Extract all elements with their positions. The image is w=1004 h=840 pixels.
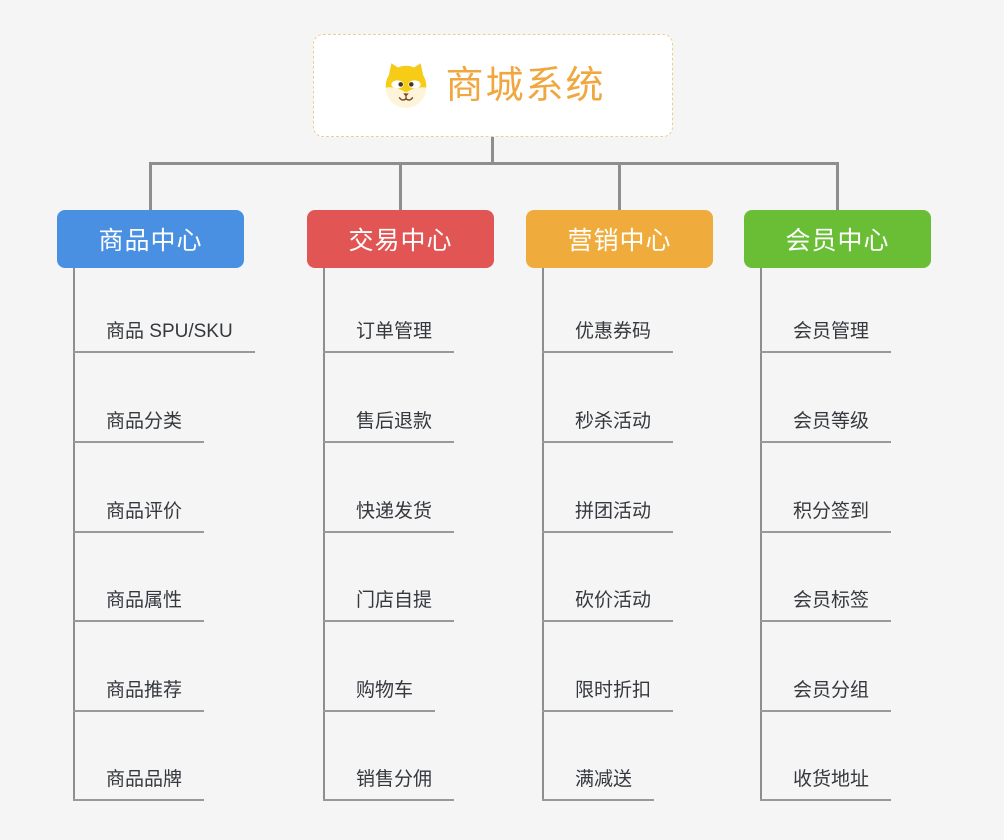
branch-column-2: 交易中心订单管理售后退款快递发货门店自提购物车销售分佣 (307, 210, 567, 810)
connector-branch-stub (618, 162, 621, 210)
leaf-node[interactable]: 门店自提 (323, 588, 455, 622)
leaf-node[interactable]: 砍价活动 (542, 588, 674, 622)
leaf-node[interactable]: 积分签到 (760, 499, 892, 533)
branch-trunk-line (542, 268, 544, 801)
branch-label: 交易中心 (348, 227, 453, 255)
root-title: 商城系统 (445, 64, 606, 107)
branch-column-4: 会员中心会员管理会员等级积分签到会员标签会员分组收货地址 (744, 210, 1004, 810)
leaf-node[interactable]: 商品评价 (73, 499, 205, 533)
leaf-node[interactable]: 满减送 (542, 767, 655, 801)
connector-branch-stub (399, 162, 402, 210)
branch-label: 商品中心 (98, 227, 203, 255)
leaf-node[interactable]: 收货地址 (760, 767, 892, 801)
branch-label: 营销中心 (567, 227, 672, 255)
connector-root-stub (491, 137, 494, 163)
leaf-node[interactable]: 会员管理 (760, 319, 892, 353)
branch-trunk-line (323, 268, 325, 801)
leaf-node[interactable]: 商品分类 (73, 409, 205, 443)
connector-horizontal-bar (149, 162, 839, 165)
connector-branch-stub (149, 162, 152, 210)
branch-trunk-line (73, 268, 75, 801)
leaf-node[interactable]: 快递发货 (323, 499, 455, 533)
leaf-node[interactable]: 优惠券码 (542, 319, 674, 353)
leaf-node[interactable]: 会员分组 (760, 678, 892, 712)
leaf-node[interactable]: 会员标签 (760, 588, 892, 622)
branch-node[interactable]: 商品中心 (57, 210, 244, 268)
leaf-node[interactable]: 商品属性 (73, 588, 205, 622)
leaf-node[interactable]: 售后退款 (323, 409, 455, 443)
leaf-node[interactable]: 订单管理 (323, 319, 455, 353)
connector-branch-stub (836, 162, 839, 210)
leaf-node[interactable]: 限时折扣 (542, 678, 674, 712)
leaf-node[interactable]: 商品 SPU/SKU (73, 319, 255, 353)
branch-column-1: 商品中心商品 SPU/SKU 商品分类商品评价商品属性商品推荐商品品牌 (57, 210, 317, 810)
branch-node[interactable]: 交易中心 (307, 210, 494, 268)
branch-trunk-line (760, 268, 762, 801)
leaf-node[interactable]: 销售分佣 (323, 767, 455, 801)
leaf-node[interactable]: 会员等级 (760, 409, 892, 443)
branch-label: 会员中心 (785, 227, 890, 255)
leaf-node[interactable]: 拼团活动 (542, 499, 674, 533)
branch-node[interactable]: 营销中心 (526, 210, 713, 268)
root-node[interactable]: 商城系统 (313, 34, 673, 137)
leaf-node[interactable]: 秒杀活动 (542, 409, 674, 443)
shiba-dog-icon (386, 62, 427, 108)
branch-column-3: 营销中心优惠券码秒杀活动拼团活动砍价活动限时折扣满减送 (526, 210, 786, 810)
leaf-node[interactable]: 商品推荐 (73, 678, 205, 712)
leaf-node[interactable]: 商品品牌 (73, 767, 205, 801)
leaf-node[interactable]: 购物车 (323, 678, 436, 712)
branch-node[interactable]: 会员中心 (744, 210, 931, 268)
